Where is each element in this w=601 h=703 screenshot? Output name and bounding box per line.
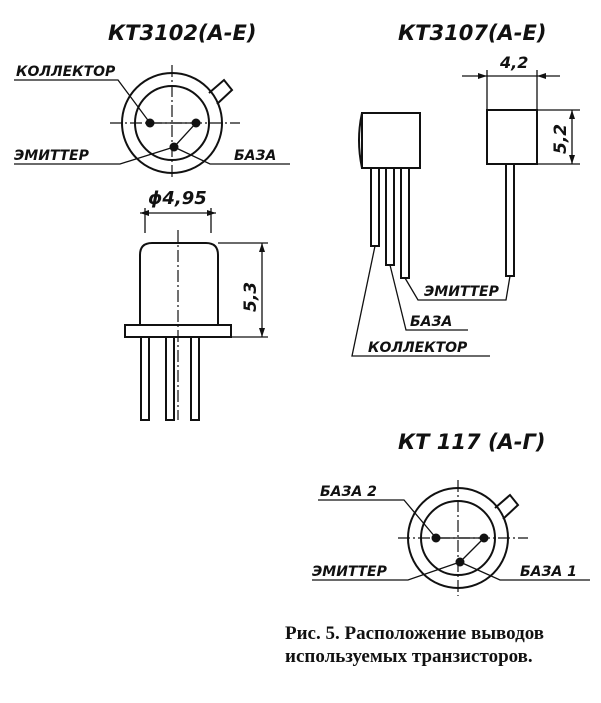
kt3107-title: КТ3107(А-Е) [398, 21, 546, 45]
kt3102-title: КТ3102(А-Е) [108, 21, 256, 45]
kt3102-base-label: БАЗА [234, 148, 276, 164]
kt3107-width-label: 4,2 [499, 53, 528, 72]
kt3107-height-label: 5,2 [551, 124, 571, 154]
kt3102-side-view [124, 208, 268, 421]
kt117-base1-label: БАЗА 1 [520, 564, 577, 580]
kt117-bottom-view [312, 480, 590, 596]
kt3107-base-label: БАЗА [410, 314, 452, 330]
kt117-emitter-label: ЭМИТТЕР [312, 564, 388, 580]
kt3107-front-view [358, 112, 421, 279]
kt3107-collector-label: КОЛЛЕКТОР [368, 340, 468, 356]
kt3102-bottom-view [14, 65, 290, 180]
kt117-title: КТ 117 (А-Г) [398, 430, 546, 454]
kt3102-diameter-label: ϕ4,95 [148, 188, 207, 209]
kt117-base2-label: БАЗА 2 [320, 484, 377, 500]
kt3107-emitter-label: ЭМИТТЕР [424, 284, 500, 300]
kt3102-height-label: 5,3 [241, 282, 261, 312]
figure-caption: Рис. 5. Расположение выводов используемы… [285, 623, 545, 667]
kt3107-side-view [462, 70, 580, 277]
kt3102-collector-label: КОЛЛЕКТОР [16, 64, 116, 80]
kt3102-emitter-label: ЭМИТТЕР [14, 148, 90, 164]
